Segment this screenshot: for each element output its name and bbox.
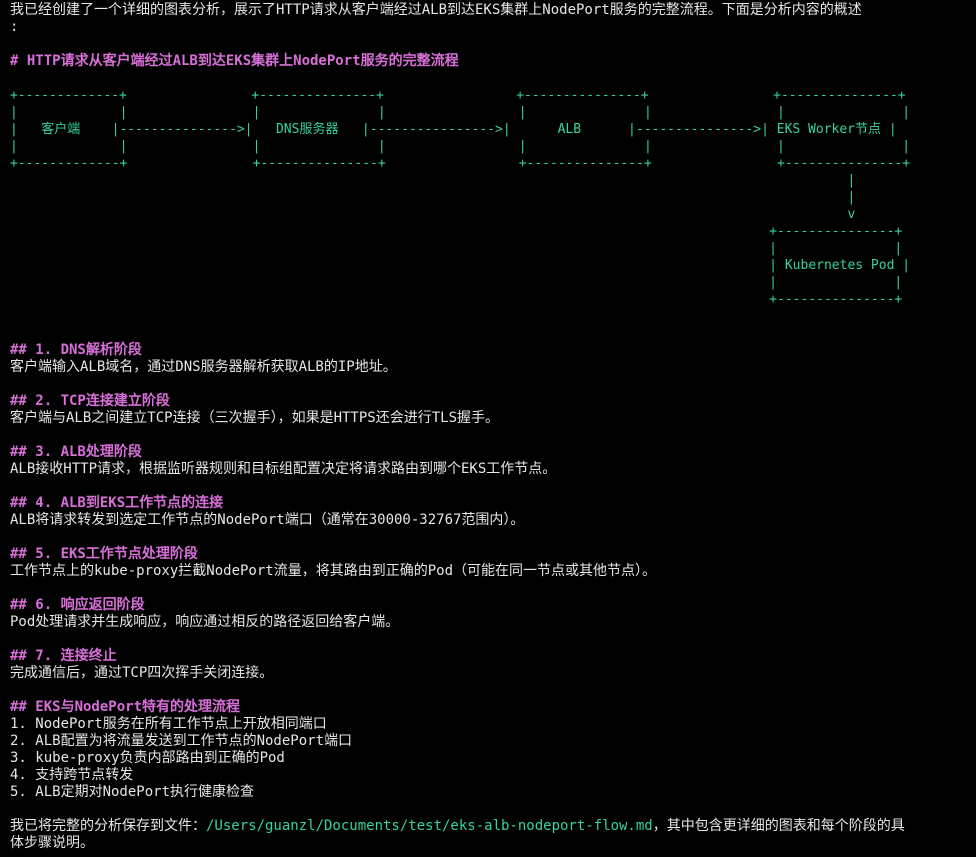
list-item: 1. NodePort服务在所有工作节点上开放相同端口	[10, 716, 327, 732]
footer-line-2: 体步骤说明。	[10, 835, 94, 851]
intro-line-1: 我已经创建了一个详细的图表分析，展示了HTTP请求从客户端经过ALB到达EKS集…	[10, 2, 862, 18]
flow-diagram-line: +-------------+ +---------------+ +-----…	[10, 88, 906, 103]
page-title: # HTTP请求从客户端经过ALB到达EKS集群上NodePort服务的完整流程	[10, 53, 459, 69]
section-body: 客户端输入ALB域名，通过DNS服务器解析获取ALB的IP地址。	[10, 359, 397, 375]
special-heading: ## EKS与NodePort特有的处理流程	[10, 699, 241, 715]
section-heading: ## 6. 响应返回阶段	[10, 597, 145, 613]
list-item: 5. ALB定期对NodePort执行健康检查	[10, 784, 255, 800]
list-item: 3. kube-proxy负责内部路由到正确的Pod	[10, 750, 285, 766]
footer-line-1: 我已将完整的分析保存到文件：/Users/guanzl/Documents/te…	[10, 818, 905, 835]
flow-diagram-line: | |	[10, 241, 903, 256]
flow-diagram-line: |	[10, 190, 856, 205]
section-heading: ## 4. ALB到EKS工作节点的连接	[10, 495, 224, 511]
intro-line-2: :	[10, 19, 19, 35]
flow-diagram-line: +---------------+	[10, 292, 903, 307]
section-body: Pod处理请求并生成响应，响应通过相反的路径返回给客户端。	[10, 614, 400, 630]
flow-diagram-line: | 客户端 |--------------->| DNS服务器 |-------…	[10, 122, 897, 137]
flow-diagram-line: | | | | | | | |	[10, 139, 911, 154]
flow-diagram-line: | | | | | | | |	[10, 105, 911, 120]
section-body: ALB接收HTTP请求，根据监听器规则和目标组配置决定将请求路由到哪个EKS工作…	[10, 461, 557, 477]
section-heading: ## 1. DNS解析阶段	[10, 342, 142, 358]
list-item: 2. ALB配置为将流量发送到工作节点的NodePort端口	[10, 733, 353, 749]
section-heading: ## 3. ALB处理阶段	[10, 444, 142, 460]
flow-diagram-line: +---------------+	[10, 224, 903, 239]
section-body: 客户端与ALB之间建立TCP连接（三次握手），如果是HTTPS还会进行TLS握手…	[10, 410, 500, 426]
flow-diagram-line: +-------------+ +---------------+ +-----…	[10, 156, 911, 171]
flow-diagram-line: v	[10, 207, 856, 222]
section-heading: ## 5. EKS工作节点处理阶段	[10, 546, 198, 562]
section-body: 工作节点上的kube-proxy拦截NodePort流量，将其路由到正确的Pod…	[10, 563, 657, 579]
list-item: 4. 支持跨节点转发	[10, 767, 134, 783]
flow-diagram-line: | Kubernetes Pod |	[10, 258, 911, 273]
saved-file-path[interactable]: /Users/guanzl/Documents/test/eks-alb-nod…	[206, 818, 653, 834]
section-heading: ## 2. TCP连接建立阶段	[10, 393, 170, 409]
footer-suffix: ，其中包含更详细的图表和每个阶段的具	[652, 818, 905, 834]
flow-diagram-line: | |	[10, 275, 903, 290]
section-body: 完成通信后，通过TCP四次挥手关闭连接。	[10, 665, 274, 681]
footer-prefix: 我已将完整的分析保存到文件：	[10, 818, 206, 834]
section-body: ALB将请求转发到选定工作节点的NodePort端口（通常在30000-3276…	[10, 512, 525, 528]
flow-diagram-line: |	[10, 173, 856, 188]
section-heading: ## 7. 连接终止	[10, 648, 117, 664]
